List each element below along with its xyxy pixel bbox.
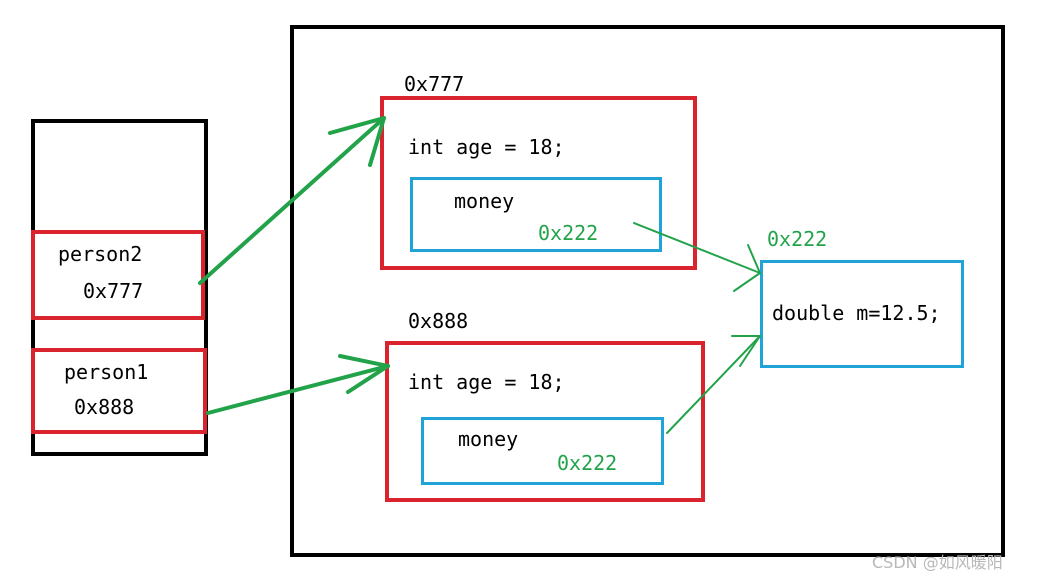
- object-777-money-box: [410, 177, 662, 252]
- arrow-person1-to-object-888: [206, 354, 390, 415]
- arrow-person2-to-object-777: [198, 116, 386, 285]
- heap-frame: [290, 25, 1005, 557]
- shared-object-address: 0x222: [767, 227, 828, 251]
- person1-address: 0x888: [74, 395, 135, 419]
- object-777-age-field: int age = 18;: [408, 135, 565, 159]
- object-777-address: 0x777: [404, 72, 465, 96]
- object-777-money-ref: 0x222: [538, 221, 599, 245]
- object-888-box: [385, 341, 705, 502]
- object-777-box: [380, 96, 697, 270]
- person2-address: 0x777: [83, 279, 144, 303]
- object-777-money-label: money: [454, 189, 515, 213]
- shared-object-box: [760, 260, 964, 368]
- stack-var-person2: [31, 230, 205, 320]
- arrow-money-777-to-shared: [633, 222, 761, 292]
- object-888-money-label: money: [458, 427, 519, 451]
- person2-name: person2: [58, 242, 143, 266]
- arrow-money-888-to-shared: [666, 335, 761, 434]
- object-888-address: 0x888: [408, 309, 469, 333]
- watermark: CSDN @如风暖阳: [872, 553, 1003, 572]
- stack-var-person1: [31, 348, 207, 434]
- object-888-age-field: int age = 18;: [408, 370, 565, 394]
- object-888-money-ref: 0x222: [557, 451, 618, 475]
- object-888-money-box: [421, 417, 664, 485]
- shared-object-content: double m=12.5;: [772, 301, 941, 325]
- person1-name: person1: [64, 360, 149, 384]
